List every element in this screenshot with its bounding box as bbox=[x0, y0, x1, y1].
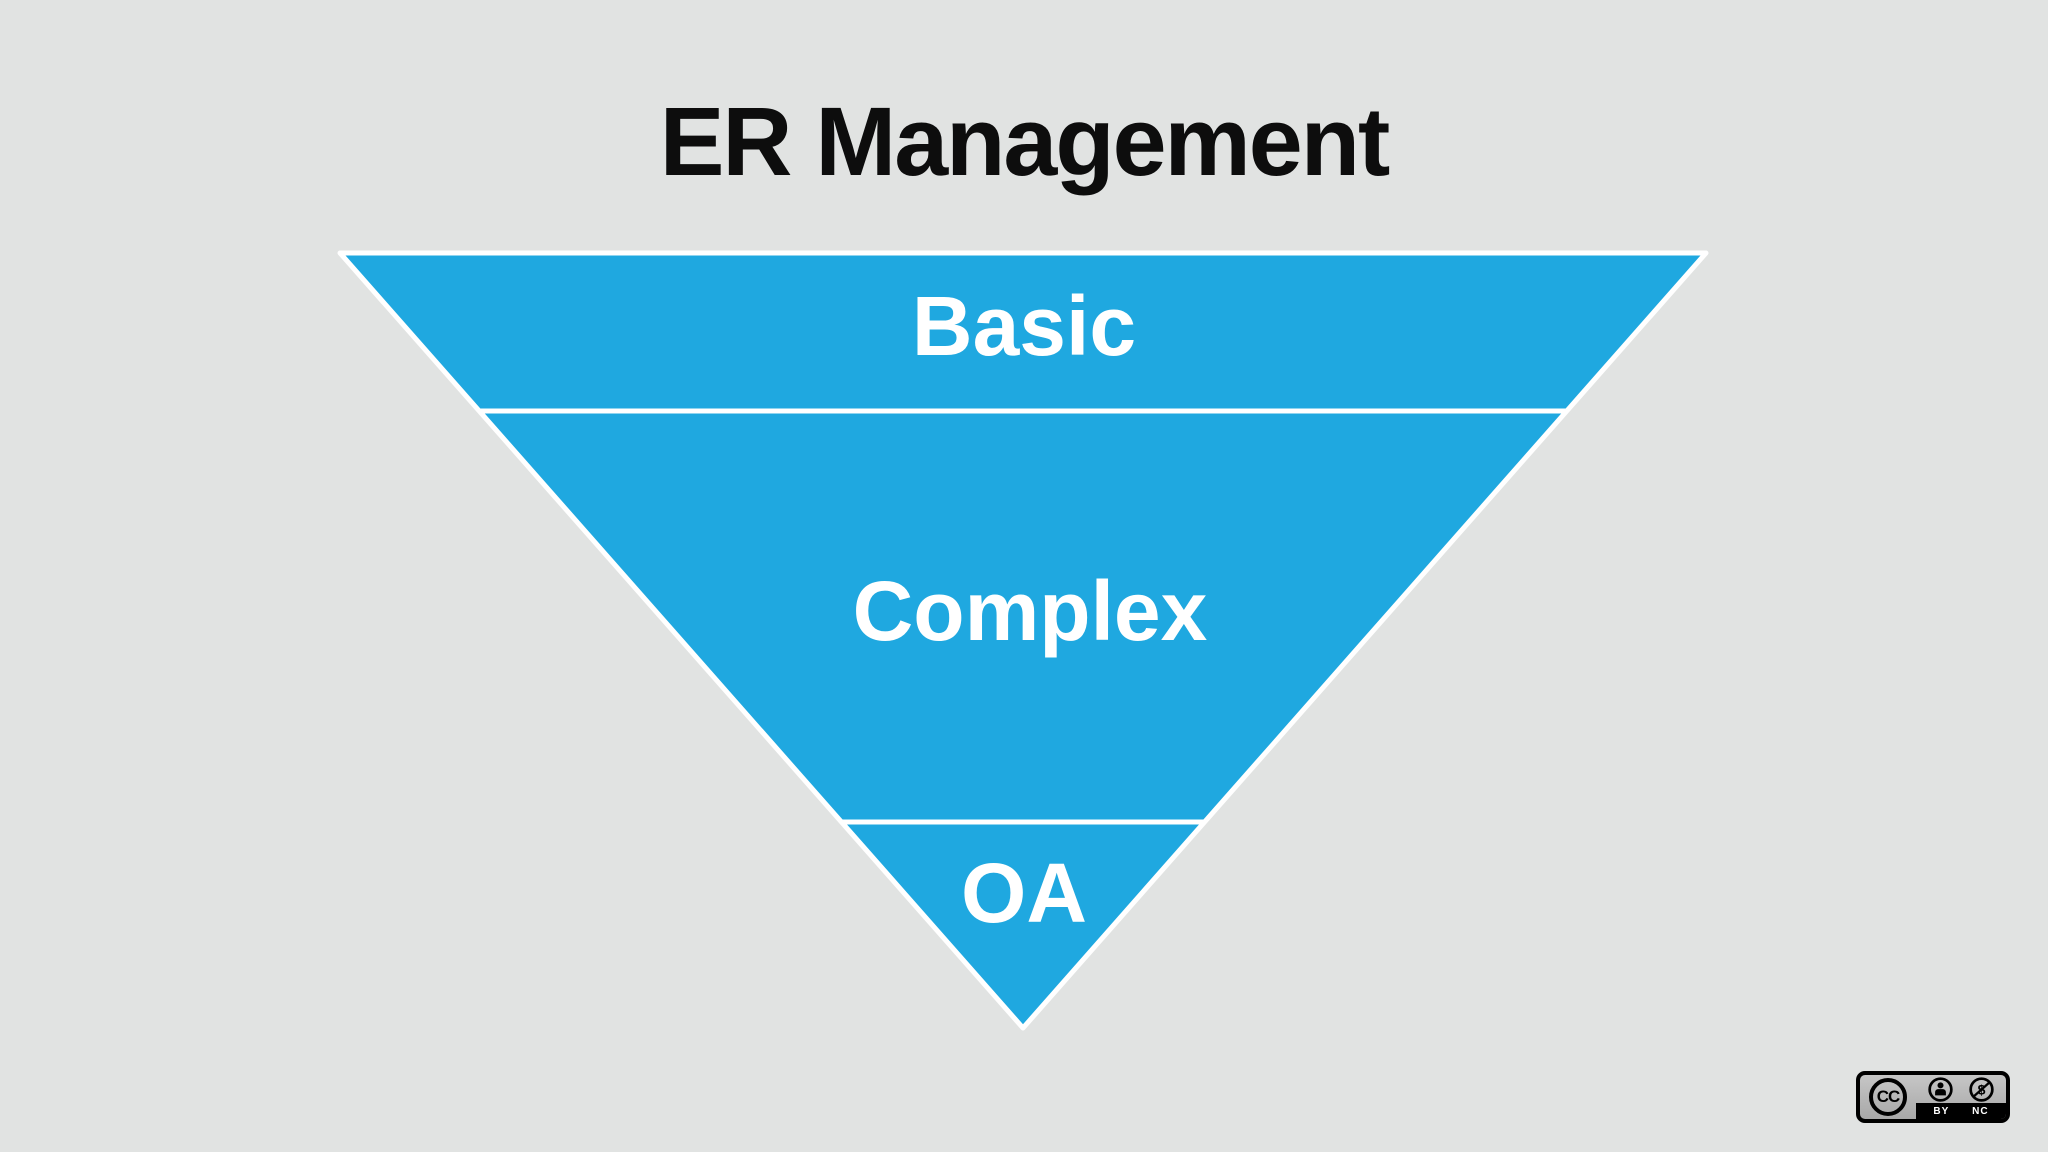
noncommercial-dollar-icon: $ bbox=[1969, 1076, 1994, 1102]
funnel-label-oa: OA bbox=[961, 846, 1087, 940]
attribution-person-icon bbox=[1928, 1076, 1953, 1102]
funnel-triangle bbox=[337, 250, 1709, 1031]
page-title: ER Management bbox=[659, 87, 1391, 196]
cc-condition-labels: BY NC bbox=[1916, 1103, 2006, 1119]
funnel-label-complex: Complex bbox=[853, 564, 1208, 658]
cc-nc-label: NC bbox=[1972, 1105, 1989, 1117]
cc-conditions-area: $ BY NC bbox=[1916, 1075, 2006, 1119]
cc-logo-icon: CC bbox=[1869, 1078, 1907, 1116]
cc-condition-icons: $ bbox=[1916, 1075, 2006, 1103]
cc-logo-area: CC bbox=[1860, 1075, 1916, 1119]
cc-by-label: BY bbox=[1933, 1105, 1950, 1117]
funnel-label-basic: Basic bbox=[912, 279, 1136, 373]
cc-license-badge: CC $ BY NC bbox=[1856, 1071, 2010, 1123]
